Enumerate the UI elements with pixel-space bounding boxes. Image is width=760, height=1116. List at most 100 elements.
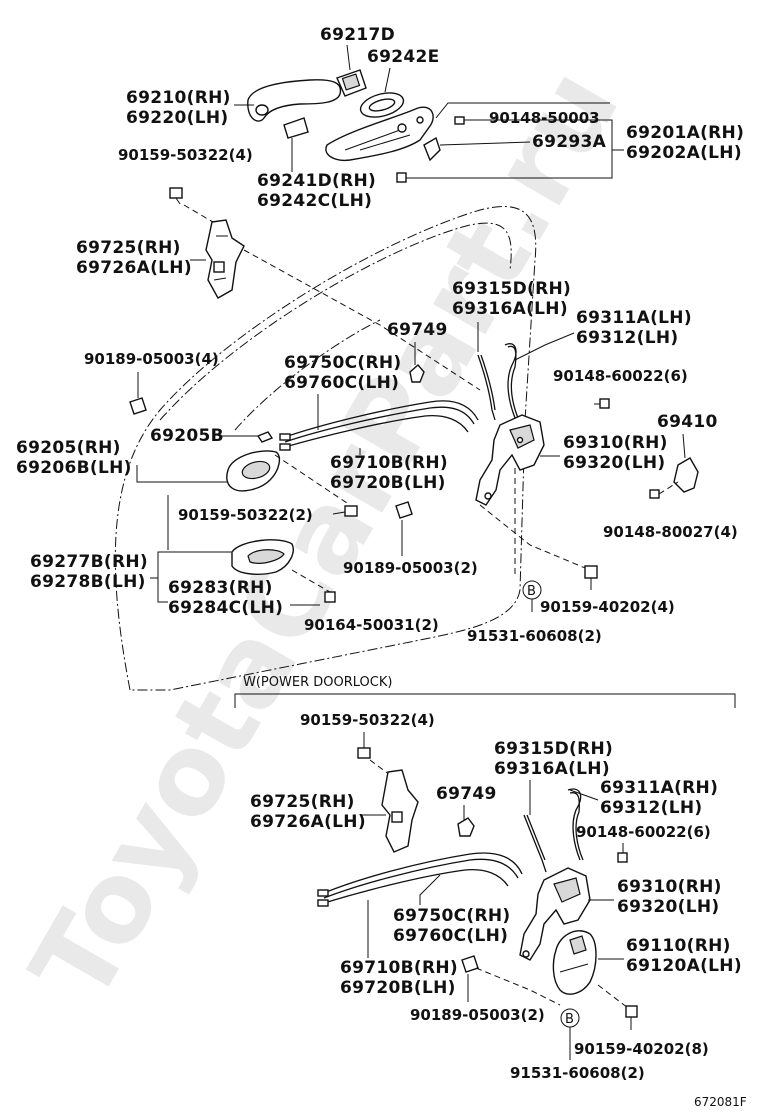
label-69760C-lh-lower: 69760C(LH) — [393, 926, 508, 946]
label-69749-upper: 69749 — [387, 320, 448, 340]
label-69320-lh-upper: 69320(LH) — [563, 453, 665, 473]
label-69710B-rh-upper: 69710B(RH) — [330, 453, 448, 473]
label-69205-rh: 69205(RH) — [16, 438, 121, 458]
label-69312-upper: 69312(LH) — [576, 328, 678, 348]
screw-90148-60022-lower — [617, 852, 628, 863]
cable-69750C-upper — [284, 400, 479, 438]
small-gasket — [283, 117, 309, 139]
door-window-frame — [159, 222, 512, 421]
label-69201A-rh: 69201A(RH) — [626, 123, 744, 143]
door-inner-panel — [234, 319, 381, 431]
screw-90159-50322-upper — [169, 187, 183, 205]
label-69410: 69410 — [657, 412, 718, 432]
label-91531-60608-2-upper: 91531-60608(2) — [467, 627, 602, 645]
section-bracket — [234, 693, 736, 708]
label-69241D-rh: 69241D(RH) — [257, 171, 376, 191]
label-69726A-lh-lower: 69726A(LH) — [250, 812, 366, 832]
label-90148-60022-6-upper: 90148-60022(6) — [553, 367, 688, 385]
screw-90164-50031 — [324, 591, 336, 603]
label-69726A-lh: 69726A(LH) — [76, 258, 192, 278]
label-90148-50003: 90148-50003 — [489, 109, 600, 127]
label-69242E: 69242E — [367, 47, 440, 67]
label-69310-rh-lower: 69310(RH) — [617, 877, 722, 897]
door-lock-69310-upper — [475, 414, 545, 506]
clip-69749-upper — [409, 364, 425, 383]
label-69720B-lh-lower: 69720B(LH) — [340, 978, 456, 998]
lock-rod-69311A — [504, 343, 517, 419]
lock-rod-69315D — [477, 354, 496, 421]
label-69217D: 69217D — [320, 25, 395, 45]
screw-90159-40202-upper — [584, 565, 598, 579]
cable-69750C-lower — [323, 852, 523, 894]
label-90164-50031-2: 90164-50031(2) — [304, 616, 439, 634]
lock-bracket-69725 — [205, 219, 245, 299]
label-69242C-lh: 69242C(LH) — [257, 191, 372, 211]
label-69316A-lh-upper: 69316A(LH) — [452, 299, 568, 319]
cover-69410 — [673, 457, 699, 493]
label-69202A-lh: 69202A(LH) — [626, 143, 742, 163]
label-91531-60608-2-lower: 91531-60608(2) — [510, 1064, 645, 1082]
label-90148-80027-4: 90148-80027(4) — [603, 523, 738, 541]
label-90159-50322-4-lower: 90159-50322(4) — [300, 711, 435, 729]
outside-handle-frame — [325, 106, 434, 162]
label-69311A-upper: 69311A(LH) — [576, 308, 692, 328]
screw-90148-60022-upper — [594, 398, 610, 409]
label-90159-50322-2: 90159-50322(2) — [178, 506, 313, 524]
label-90159-40202-4: 90159-40202(4) — [540, 598, 675, 616]
label-69311A-lower: 69311A(RH) — [600, 778, 718, 798]
label-69316A-lh-lower: 69316A(LH) — [494, 759, 610, 779]
handle-frame-clip — [423, 136, 441, 162]
clip-69749-lower — [457, 817, 475, 837]
label-69284C-lh: 69284C(LH) — [168, 598, 283, 618]
label-69210-rh: 69210(RH) — [126, 88, 231, 108]
label-69206B-lh: 69206B(LH) — [16, 458, 132, 478]
label-90189-05003-4: 90189-05003(4) — [84, 350, 219, 368]
label-69315D-rh-lower: 69315D(RH) — [494, 739, 613, 759]
lock-rod-69315D-lower — [523, 814, 547, 873]
section-note: W(POWER DOORLOCK) — [243, 675, 392, 690]
bracket-69201A — [414, 102, 613, 179]
label-69725-rh: 69725(RH) — [76, 238, 181, 258]
label-69760C-lh-upper: 69760C(LH) — [284, 373, 399, 393]
label-69320-lh-lower: 69320(LH) — [617, 897, 719, 917]
label-90148-60022-6-lower: 90148-60022(6) — [576, 823, 711, 841]
callout-b-lower-text: B — [565, 1012, 574, 1027]
label-90159-50322-4-upper: 90159-50322(4) — [118, 146, 253, 164]
lock-actuator-69110 — [552, 930, 597, 995]
label-69205B: 69205B — [150, 426, 224, 446]
outside-handle — [247, 79, 342, 122]
label-69283-rh: 69283(RH) — [168, 578, 273, 598]
screw-90159-50322-2 — [344, 505, 358, 517]
pull-handle-69277B — [231, 539, 294, 575]
label-69110-rh: 69110(RH) — [626, 936, 731, 956]
label-69750C-rh-upper: 69750C(RH) — [284, 353, 401, 373]
label-69749-lower: 69749 — [436, 784, 497, 804]
door-lock-69310-lower — [519, 867, 591, 961]
cable-69710B-upper — [284, 414, 469, 448]
handle-gasket — [359, 92, 405, 118]
label-69315D-rh-upper: 69315D(RH) — [452, 279, 571, 299]
door-outline — [114, 206, 537, 691]
label-90189-05003-2-upper: 90189-05003(2) — [343, 559, 478, 577]
label-69277B-rh: 69277B(RH) — [30, 552, 148, 572]
clip-90189-05003-4 — [129, 397, 147, 415]
label-69710B-rh-lower: 69710B(RH) — [340, 958, 458, 978]
label-69750C-rh-lower: 69750C(RH) — [393, 906, 510, 926]
screw-90159-50322-lower — [357, 747, 371, 759]
label-69120A-lh: 69120A(LH) — [626, 956, 742, 976]
label-69310-rh-upper: 69310(RH) — [563, 433, 668, 453]
bezel-69205B — [256, 431, 274, 443]
figure-id: 672081F — [694, 1095, 747, 1109]
label-90159-40202-8: 90159-40202(8) — [574, 1040, 709, 1058]
screw-90148-80027 — [649, 489, 660, 499]
screw-90159-40202-lower — [625, 1005, 638, 1018]
inside-handle-69205 — [226, 450, 281, 492]
label-69312-lower: 69312(LH) — [600, 798, 702, 818]
clip-90189-05003-2-upper — [395, 501, 413, 519]
label-69278B-lh: 69278B(LH) — [30, 572, 146, 592]
lock-bracket-69725-lower — [381, 769, 419, 853]
label-69293A: 69293A — [532, 132, 607, 152]
bolt-90148-50003 — [454, 116, 470, 125]
